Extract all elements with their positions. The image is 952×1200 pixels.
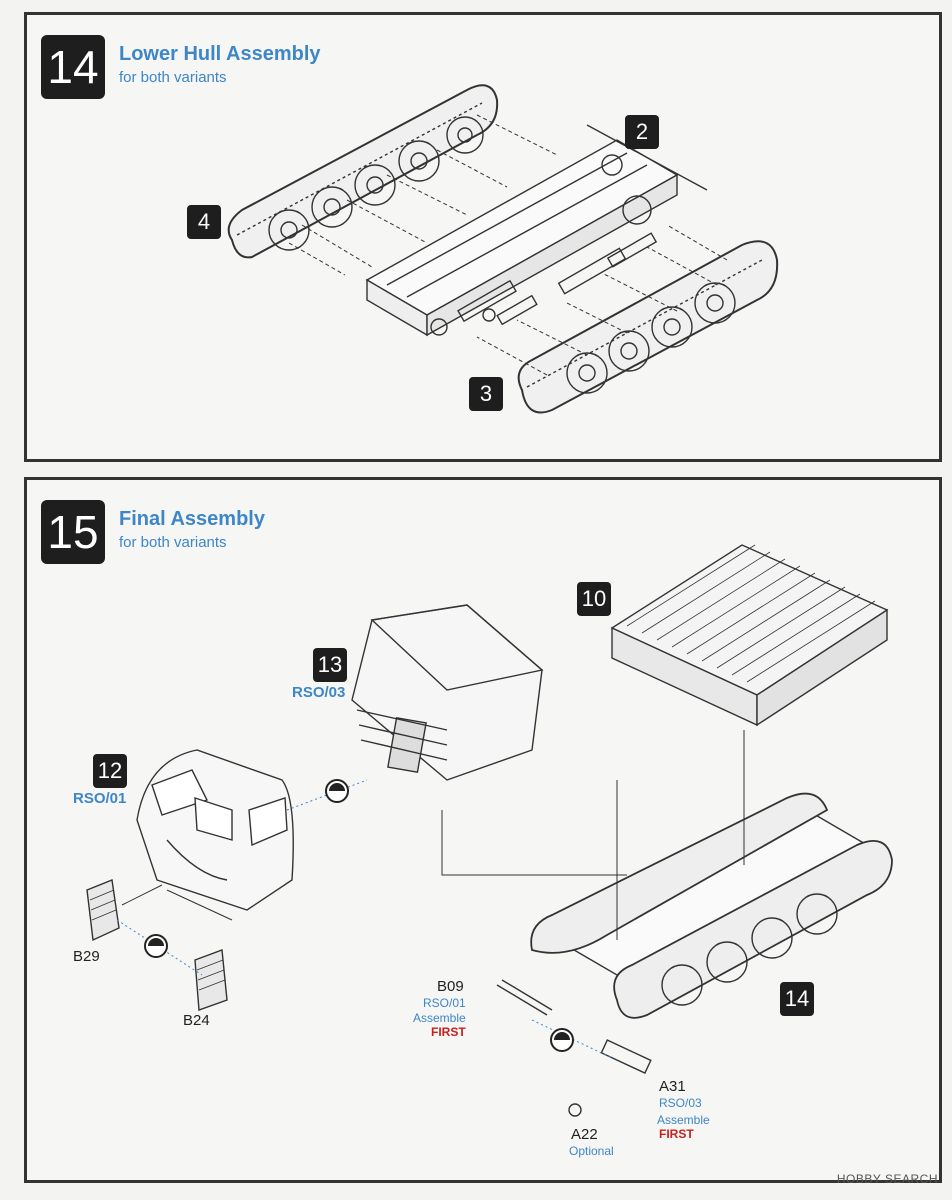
step-number-15: 15: [41, 500, 105, 564]
part-a22: A22: [571, 1126, 598, 1143]
step-14-panel: 14 Lower Hull Assembly for both variants: [24, 12, 942, 462]
lower-hull-drawing: [227, 84, 779, 414]
ref-12-variant: RSO/01: [73, 790, 127, 807]
part-a22-note: Optional: [569, 1144, 614, 1158]
part-b09-variant: RSO/01: [423, 996, 466, 1010]
ref-box-3: 3: [469, 377, 503, 411]
part-a31-note: Assemble: [657, 1113, 710, 1127]
part-b09: B09: [437, 978, 464, 995]
part-b09-first: FIRST: [431, 1025, 466, 1039]
ref-box-2: 2: [625, 115, 659, 149]
ref-box-13: 13: [313, 648, 347, 682]
ref-box-10: 10: [577, 582, 611, 616]
watermark: HOBBY SEARCH: [836, 1172, 938, 1186]
step-15-panel: 15 Final Assembly for both variants: [24, 477, 942, 1183]
ref-13-variant: RSO/03: [292, 684, 346, 701]
step-15-subtitle: for both variants: [119, 534, 227, 551]
step-15-title: Final Assembly: [119, 508, 265, 530]
ref-box-12: 12: [93, 754, 127, 788]
step-14-subtitle: for both variants: [119, 69, 227, 86]
part-b24: B24: [183, 1012, 210, 1029]
step-number-14: 14: [41, 35, 105, 99]
part-a31-first: FIRST: [659, 1127, 694, 1141]
final-assembly-drawing: [86, 544, 893, 1117]
part-a31: A31: [659, 1078, 686, 1095]
part-a31-variant: RSO/03: [659, 1096, 702, 1110]
step-14-title: Lower Hull Assembly: [119, 43, 321, 65]
part-b29: B29: [73, 948, 100, 965]
ref-box-4: 4: [187, 205, 221, 239]
part-b09-note: Assemble: [413, 1011, 466, 1025]
ref-box-14: 14: [780, 982, 814, 1016]
